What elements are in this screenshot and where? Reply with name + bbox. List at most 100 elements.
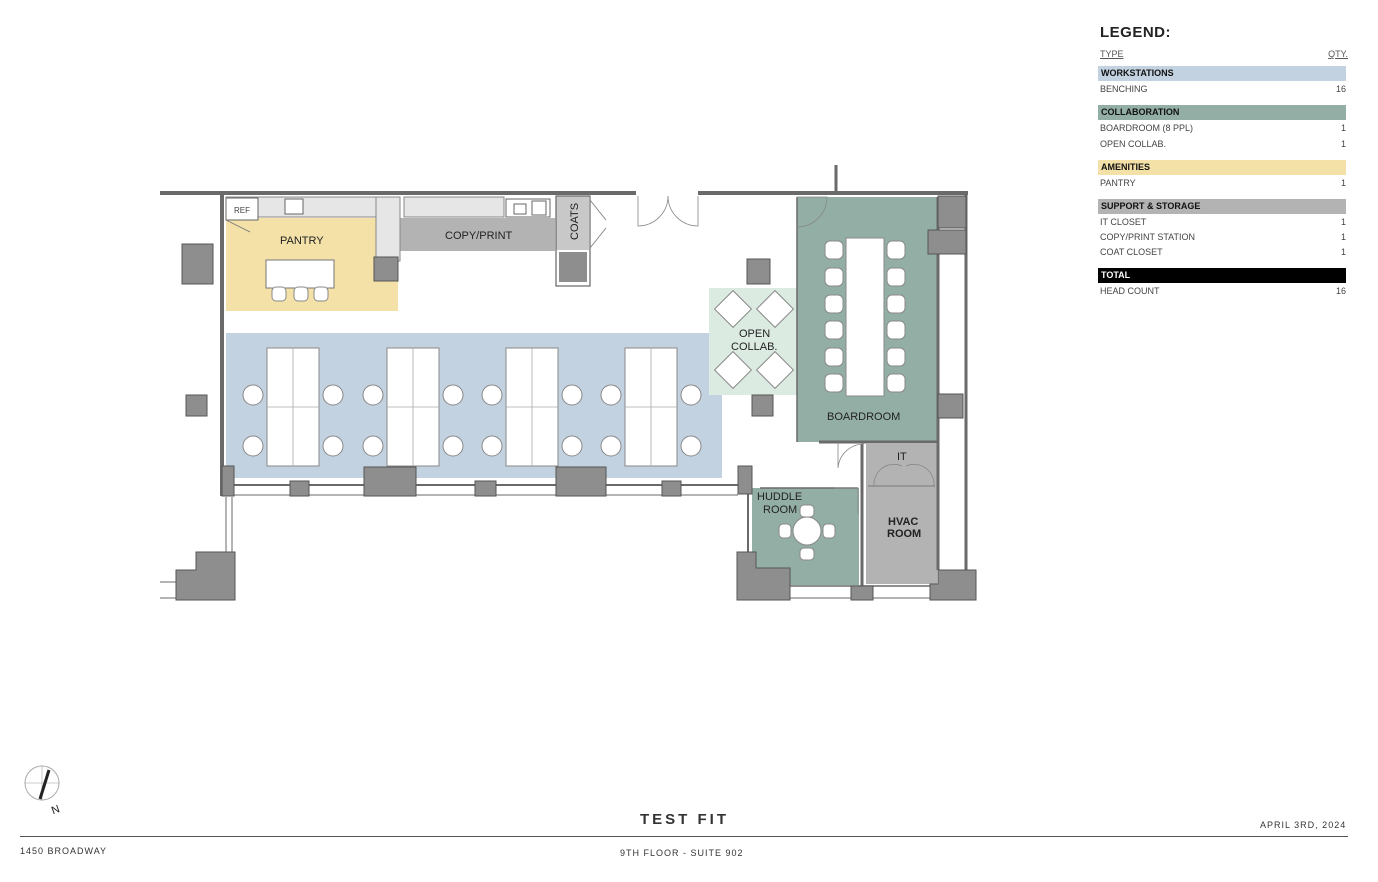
printer [505, 198, 551, 218]
legend-category-support: SUPPORT & STORAGE [1098, 199, 1346, 214]
boardroom-chair [886, 294, 906, 314]
legend-category-workstations: WORKSTATIONS [1098, 66, 1346, 81]
legend-category-total: TOTAL [1098, 268, 1346, 283]
task-chair [680, 384, 702, 406]
task-chair [600, 435, 622, 457]
legend-item: BENCHING 16 [1100, 82, 1346, 96]
huddle-label-1: HUDDLE [757, 491, 802, 503]
north-label: N [50, 803, 62, 817]
refrigerator: REF [225, 197, 259, 233]
lounge-chair [755, 350, 795, 390]
boardroom-chair [886, 347, 906, 367]
task-chair [322, 435, 344, 457]
task-chair [362, 384, 384, 406]
open-collab-label-2: COLLAB. [731, 341, 777, 353]
legend-item-label: OPEN COLLAB. [1100, 139, 1167, 149]
boardroom-chair [824, 240, 844, 260]
legend-item: PANTRY 1 [1100, 176, 1346, 190]
legend-item: COAT CLOSET 1 [1100, 245, 1346, 259]
lounge-chair [713, 289, 753, 329]
lounge-chair [755, 289, 795, 329]
north-arrow: N [24, 765, 62, 817]
legend-item-label: PANTRY [1100, 178, 1136, 188]
columns [175, 195, 977, 601]
legend-item: COPY/PRINT STATION 1 [1100, 230, 1346, 244]
legend-category-amenities: AMENITIES [1098, 160, 1346, 175]
boardroom-chair [886, 373, 906, 393]
sheet-subtitle: 9TH FLOOR - SUITE 902 [620, 848, 744, 858]
legend-qty-header: QTY. [1328, 49, 1348, 59]
boardroom-chair [886, 320, 906, 340]
legend-item-qty: 1 [1340, 217, 1346, 227]
coats-zone [556, 196, 589, 250]
huddle-table [778, 504, 836, 561]
bench-workstations [242, 347, 702, 467]
open-collab-label-1: OPEN [739, 328, 770, 340]
boardroom-chair [824, 320, 844, 340]
task-chair [561, 384, 583, 406]
legend-item: BOARDROOM (8 PPL) 1 [1100, 121, 1346, 135]
task-chair [561, 435, 583, 457]
legend-item-qty: 1 [1340, 232, 1346, 242]
footer-rule [20, 836, 1348, 837]
coats-label: COATS [569, 203, 581, 240]
hvac-label-2: ROOM [887, 528, 921, 540]
open-collab-chairs [713, 289, 795, 390]
task-chair [481, 384, 503, 406]
ref-label: REF [234, 206, 250, 215]
sheet-title: TEST FIT [640, 811, 729, 828]
legend-item-label: BOARDROOM (8 PPL) [1100, 123, 1194, 133]
legend: LEGEND: TYPE QTY. WORKSTATIONS BENCHING … [1085, 18, 1350, 386]
entry-doors [637, 195, 865, 514]
boardroom-chair [886, 267, 906, 287]
task-chair [442, 384, 464, 406]
pantry-label: PANTRY [280, 235, 324, 247]
legend-item-qty: 1 [1340, 247, 1346, 257]
legend-item-label: IT CLOSET [1100, 217, 1147, 227]
legend-item-label: HEAD COUNT [1100, 286, 1160, 296]
legend-item-qty: 16 [1335, 84, 1346, 94]
huddle-label-2: ROOM [763, 504, 797, 516]
boardroom-chair [824, 373, 844, 393]
lounge-chair [713, 350, 753, 390]
legend-item: HEAD COUNT 16 [1100, 284, 1346, 298]
boardroom-chair [886, 240, 906, 260]
task-chair [600, 384, 622, 406]
legend-item-label: COAT CLOSET [1100, 247, 1163, 257]
task-chair [362, 435, 384, 457]
copy-print-label: COPY/PRINT [445, 230, 513, 242]
boardroom-table [824, 237, 906, 397]
task-chair [442, 435, 464, 457]
hvac-label-1: HVAC [888, 516, 918, 528]
legend-header: TYPE QTY. [1100, 49, 1348, 59]
task-chair [322, 384, 344, 406]
boardroom-label: BOARDROOM [827, 411, 900, 423]
legend-item-qty: 1 [1340, 178, 1346, 188]
coat-closet [555, 195, 607, 287]
it-closet-zone [866, 444, 937, 584]
task-chair [242, 435, 264, 457]
boardroom-chair [824, 294, 844, 314]
legend-item-label: BENCHING [1100, 84, 1148, 94]
legend-item-label: COPY/PRINT STATION [1100, 232, 1196, 242]
sheet-date: APRIL 3RD, 2024 [1260, 820, 1347, 830]
legend-title: LEGEND: [1100, 24, 1171, 41]
task-chair [680, 435, 702, 457]
task-chair [481, 435, 503, 457]
boardroom-chair [824, 347, 844, 367]
legend-item-qty: 16 [1335, 286, 1346, 296]
legend-item: IT CLOSET 1 [1100, 215, 1346, 229]
sheet-address: 1450 BROADWAY [20, 846, 108, 856]
pantry-island [265, 259, 335, 302]
task-chair [242, 384, 264, 406]
legend-item-qty: 1 [1340, 123, 1346, 133]
legend-category-collaboration: COLLABORATION [1098, 105, 1346, 120]
legend-type-header: TYPE [1100, 49, 1124, 59]
it-door [868, 463, 935, 487]
copy-print-zone [400, 218, 555, 251]
legend-item: OPEN COLLAB. 1 [1100, 137, 1346, 151]
boardroom-chair [824, 267, 844, 287]
it-label: IT [897, 451, 907, 463]
legend-item-qty: 1 [1340, 139, 1346, 149]
